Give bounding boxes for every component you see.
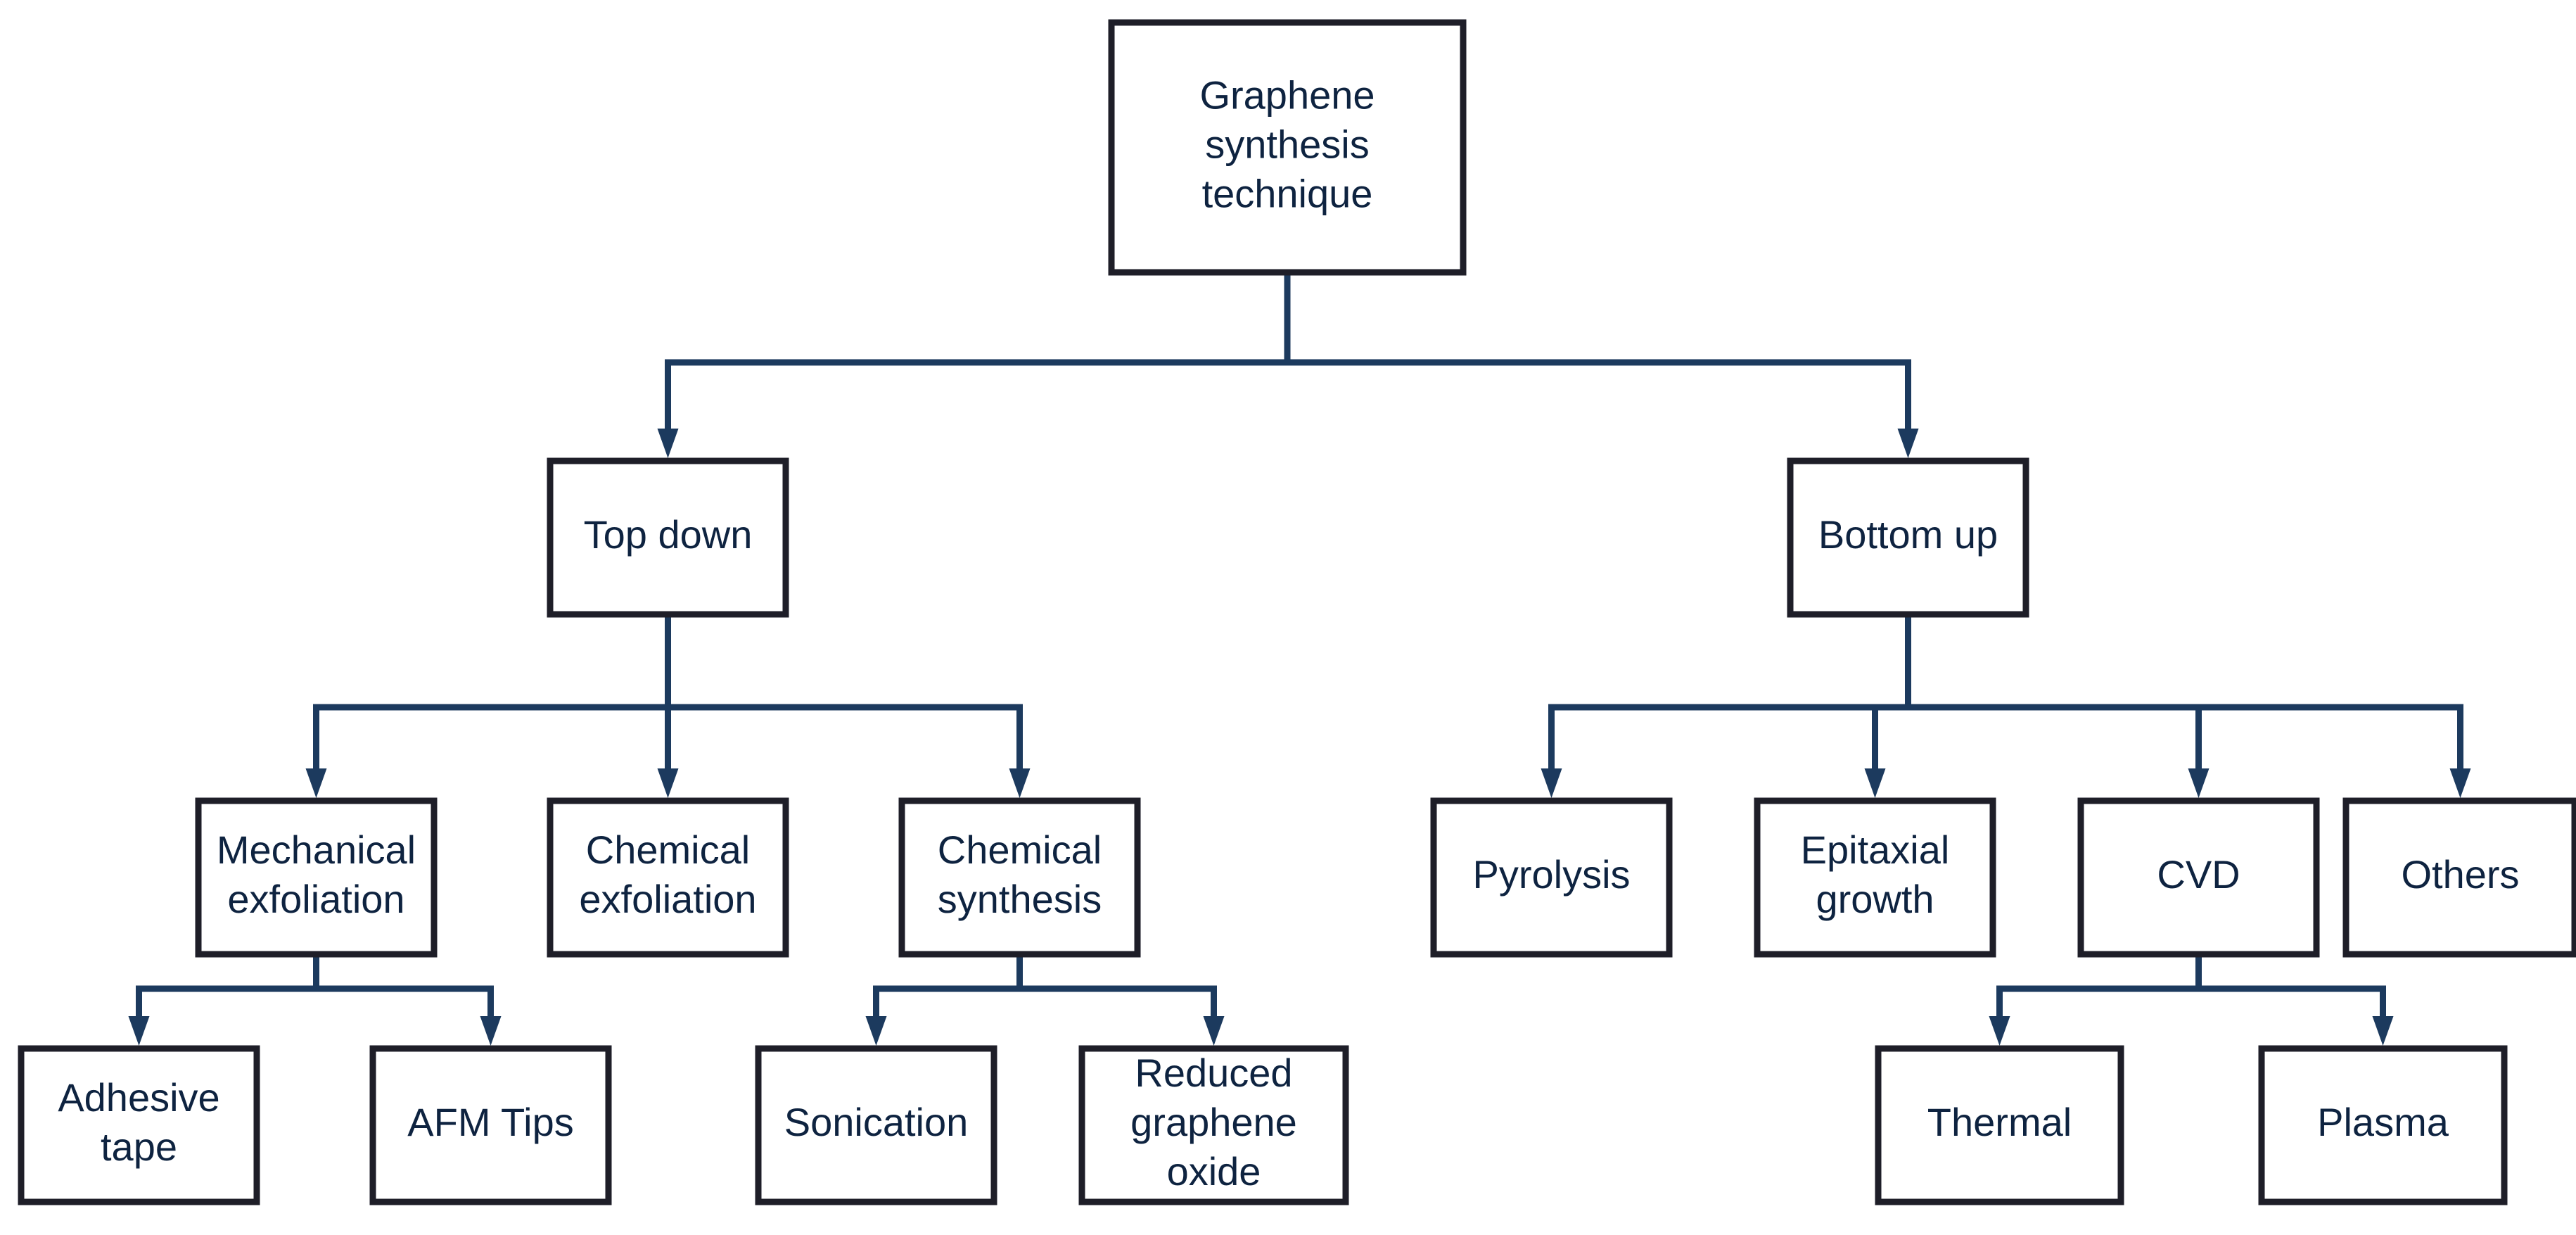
node-bottom-up: Bottom up xyxy=(1787,457,2029,618)
arrowhead-others xyxy=(2449,768,2471,798)
node-box-afm-tips xyxy=(369,1045,612,1205)
node-box-thermal xyxy=(1875,1045,2124,1205)
arrowhead-bottom-up xyxy=(1897,429,1919,458)
arrowhead-chemical-synthesis xyxy=(1009,768,1031,798)
node-box-adhesive-tape xyxy=(18,1045,260,1205)
connector-layer xyxy=(128,269,2471,1046)
node-label-pyrolysis: Pyrolysis xyxy=(1472,852,1630,897)
node-box-reduced-graphene-oxide xyxy=(1078,1045,1349,1205)
node-sonication: Sonication xyxy=(755,1045,997,1205)
node-pyrolysis: Pyrolysis xyxy=(1430,797,1673,958)
node-box-plasma xyxy=(2258,1045,2508,1205)
arrowhead-chemical-exfoliation xyxy=(657,768,679,798)
arrowhead-cvd xyxy=(2188,768,2210,798)
node-box-others xyxy=(2342,797,2576,958)
node-box-top-down xyxy=(547,457,789,618)
node-box-epitaxial-growth xyxy=(1754,797,1996,958)
node-thermal: Thermal xyxy=(1875,1045,2124,1205)
node-box-pyrolysis xyxy=(1430,797,1673,958)
arrowhead-reduced-graphene-oxide xyxy=(1203,1016,1225,1046)
node-label-sonication: Sonication xyxy=(784,1100,969,1144)
node-label-plasma: Plasma xyxy=(2317,1100,2449,1144)
arrowhead-plasma xyxy=(2372,1016,2394,1046)
node-plasma: Plasma xyxy=(2258,1045,2508,1205)
arrowhead-afm-tips xyxy=(480,1016,502,1046)
arrowhead-pyrolysis xyxy=(1541,768,1562,798)
node-others: Others xyxy=(2342,797,2576,958)
node-label-afm-tips: AFM Tips xyxy=(407,1100,573,1144)
node-box-chemical-synthesis xyxy=(898,797,1141,958)
node-label-bottom-up: Bottom up xyxy=(1818,512,1998,557)
arrowhead-adhesive-tape xyxy=(128,1016,150,1046)
arrowhead-epitaxial-growth xyxy=(1864,768,1886,798)
node-box-root xyxy=(1108,19,1467,276)
node-cvd: CVD xyxy=(2077,797,2320,958)
arrowhead-top-down xyxy=(657,429,679,458)
arrowhead-mechanical-exfoliation xyxy=(305,768,327,798)
arrowhead-sonication xyxy=(865,1016,887,1046)
node-box-mechanical-exfoliation xyxy=(195,797,438,958)
node-afm-tips: AFM Tips xyxy=(369,1045,612,1205)
node-box-chemical-exfoliation xyxy=(547,797,789,958)
node-label-thermal: Thermal xyxy=(1927,1100,2072,1144)
node-label-others: Others xyxy=(2401,852,2519,897)
arrowhead-thermal xyxy=(1989,1016,2010,1046)
node-label-cvd: CVD xyxy=(2157,852,2240,897)
node-box-sonication xyxy=(755,1045,997,1205)
node-box-bottom-up xyxy=(1787,457,2029,618)
node-top-down: Top down xyxy=(547,457,789,618)
node-label-top-down: Top down xyxy=(584,512,753,557)
node-box-cvd xyxy=(2077,797,2320,958)
